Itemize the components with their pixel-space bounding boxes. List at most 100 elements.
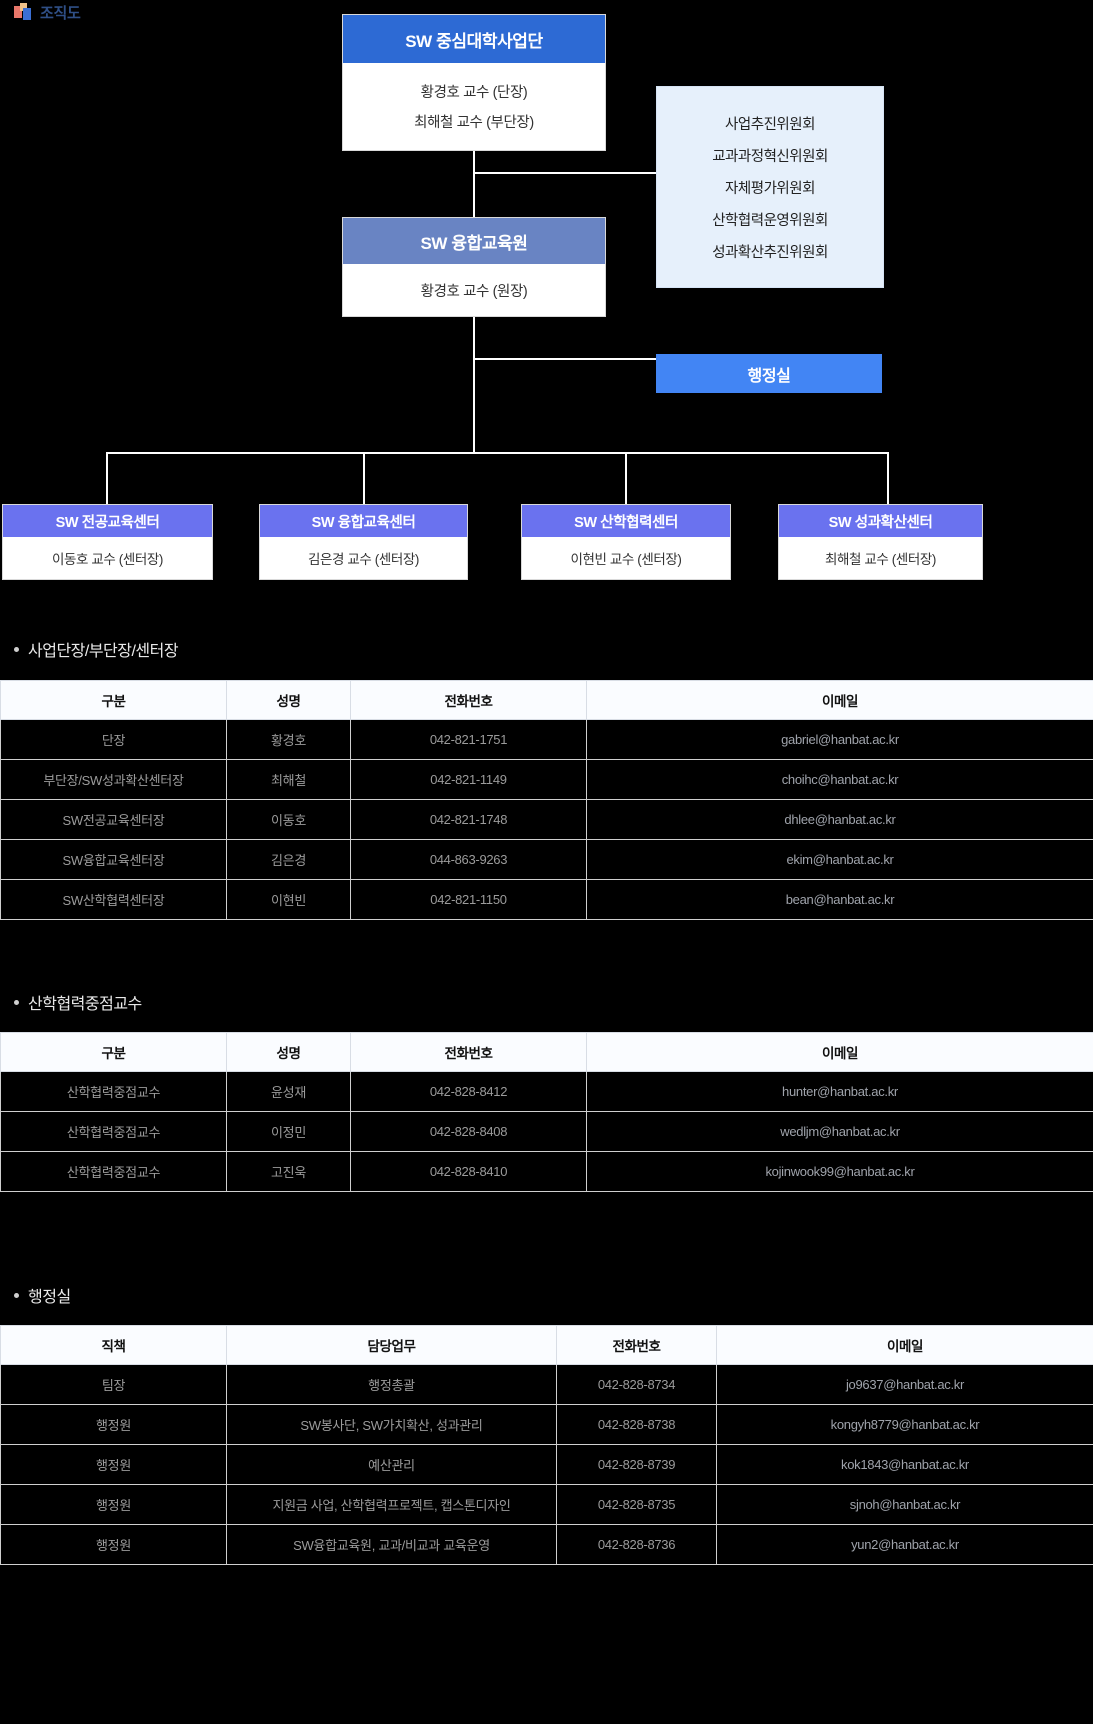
table-industry-professors: 구분 성명 전화번호 이메일 산학협력중점교수 윤성재 042-828-8412…: [0, 1032, 1093, 1192]
table-leadership: 구분 성명 전화번호 이메일 단장 황경호 042-821-1751 gabri…: [0, 680, 1093, 920]
cell-email: choihc@hanbat.ac.kr: [586, 759, 1093, 800]
cell-role: SW융합교육센터장: [0, 839, 227, 880]
cell-name: 이현빈: [226, 879, 351, 920]
table-row: 단장 황경호 042-821-1751 gabriel@hanbat.ac.kr: [0, 719, 1093, 760]
table-header-row: 구분 성명 전화번호 이메일: [0, 680, 1093, 720]
cell-duty: SW봉사단, SW가치확산, 성과관리: [226, 1404, 557, 1445]
col-header-1: 성명: [226, 1032, 351, 1072]
col-header-2: 전화번호: [556, 1325, 717, 1365]
table-row: 행정원 SW봉사단, SW가치확산, 성과관리 042-828-8738 kon…: [0, 1404, 1093, 1445]
cell-email: wedljm@hanbat.ac.kr: [586, 1111, 1093, 1152]
cell-position: 행정원: [0, 1404, 227, 1445]
connector-drop-2: [625, 452, 627, 504]
cell-email: gabriel@hanbat.ac.kr: [586, 719, 1093, 760]
org-node-main-header: SW 중심대학사업단: [343, 15, 605, 63]
cell-name: 고진욱: [226, 1151, 351, 1192]
org-node-center-3: SW 성과확산센터 최해철 교수 (센터장): [778, 504, 983, 580]
col-header-0: 구분: [0, 680, 227, 720]
org-node-center-2-header: SW 산학협력센터: [522, 505, 730, 537]
cell-duty: 예산관리: [226, 1444, 557, 1485]
table-row: SW전공교육센터장 이동호 042-821-1748 dhlee@hanbat.…: [0, 799, 1093, 840]
org-node-center-3-header: SW 성과확산센터: [779, 505, 982, 537]
section-heading-2-label: 행정실: [28, 1289, 71, 1306]
cell-role: SW전공교육센터장: [0, 799, 227, 840]
cell-email: sjnoh@hanbat.ac.kr: [716, 1484, 1093, 1525]
org-node-center-1-person: 김은경 교수 (센터장): [260, 537, 467, 579]
cell-email: jo9637@hanbat.ac.kr: [716, 1364, 1093, 1405]
cell-name: 김은경: [226, 839, 351, 880]
cell-name: 황경호: [226, 719, 351, 760]
committee-item-1: 교과과정혁신위원회: [712, 148, 828, 165]
col-header-1: 담당업무: [226, 1325, 557, 1365]
col-header-2: 전화번호: [350, 680, 587, 720]
section-heading-0: 사업단장/부단장/센터장: [14, 637, 179, 661]
cell-email: kok1843@hanbat.ac.kr: [716, 1444, 1093, 1485]
table-row: SW산학협력센터장 이현빈 042-821-1150 bean@hanbat.a…: [0, 879, 1093, 920]
org-node-main-person-1: 최해철 교수 (부단장): [414, 115, 534, 131]
cell-position: 팀장: [0, 1364, 227, 1405]
table-row: 산학협력중점교수 윤성재 042-828-8412 hunter@hanbat.…: [0, 1071, 1093, 1112]
org-node-institute: SW 융합교육원 황경호 교수 (원장): [342, 217, 606, 317]
cell-duty: SW융합교육원, 교과/비교과 교육운영: [226, 1524, 557, 1565]
connector-drop-1: [363, 452, 365, 504]
table-admin-office: 직책 담당업무 전화번호 이메일 팀장 행정총괄 042-828-8734 jo…: [0, 1325, 1093, 1565]
org-node-institute-header: SW 융합교육원: [343, 218, 605, 264]
committee-item-3: 산학협력운영위원회: [712, 212, 828, 229]
org-node-center-0-person: 이동호 교수 (센터장): [3, 537, 212, 579]
col-header-3: 이메일: [586, 1032, 1093, 1072]
cell-phone: 042-828-8739: [556, 1444, 717, 1485]
col-header-0: 직책: [0, 1325, 227, 1365]
cell-phone: 042-821-1748: [350, 799, 587, 840]
cell-duty: 지원금 사업, 산학협력프로젝트, 캡스톤디자인: [226, 1484, 557, 1525]
bullet-icon: [14, 646, 19, 652]
org-chart-icon: [14, 3, 32, 21]
org-node-center-1: SW 융합교육센터 김은경 교수 (센터장): [259, 504, 468, 580]
cell-phone: 042-821-1751: [350, 719, 587, 760]
org-node-center-2: SW 산학협력센터 이현빈 교수 (센터장): [521, 504, 731, 580]
org-node-center-2-person: 이현빈 교수 (센터장): [522, 537, 730, 579]
cell-role: 부단장/SW성과확산센터장: [0, 759, 227, 800]
cell-email: yun2@hanbat.ac.kr: [716, 1524, 1093, 1565]
committee-item-0: 사업추진위원회: [725, 116, 815, 133]
col-header-2: 전화번호: [350, 1032, 587, 1072]
cell-email: hunter@hanbat.ac.kr: [586, 1071, 1093, 1112]
committee-item-2: 자체평가위원회: [725, 180, 815, 197]
cell-role: 단장: [0, 719, 227, 760]
committee-item-4: 성과확산추진위원회: [712, 244, 828, 261]
cell-phone: 042-828-8735: [556, 1484, 717, 1525]
table-row: 행정원 SW융합교육원, 교과/비교과 교육운영 042-828-8736 yu…: [0, 1524, 1093, 1565]
section-heading-2: 행정실: [14, 1283, 71, 1307]
cell-phone: 042-828-8738: [556, 1404, 717, 1445]
cell-name: 윤성재: [226, 1071, 351, 1112]
table-row: 행정원 예산관리 042-828-8739 kok1843@hanbat.ac.…: [0, 1444, 1093, 1485]
connector-main-to-institute: [473, 149, 475, 217]
col-header-1: 성명: [226, 680, 351, 720]
cell-email: kongyh8779@hanbat.ac.kr: [716, 1404, 1093, 1445]
bullet-icon: [14, 1292, 19, 1298]
org-node-center-3-person: 최해철 교수 (센터장): [779, 537, 982, 579]
section-heading-1: 산학협력중점교수: [14, 990, 142, 1014]
page-title: 조직도: [14, 0, 81, 24]
cell-name: 이정민: [226, 1111, 351, 1152]
bullet-icon: [14, 999, 19, 1005]
cell-role: 산학협력중점교수: [0, 1111, 227, 1152]
cell-email: bean@hanbat.ac.kr: [586, 879, 1093, 920]
table-header-row: 구분 성명 전화번호 이메일: [0, 1032, 1093, 1072]
org-node-admin-office: 행정실: [656, 354, 882, 393]
table-header-row: 직책 담당업무 전화번호 이메일: [0, 1325, 1093, 1365]
table-row: 산학협력중점교수 고진욱 042-828-8410 kojinwook99@ha…: [0, 1151, 1093, 1192]
cell-role: 산학협력중점교수: [0, 1071, 227, 1112]
cell-phone: 042-828-8734: [556, 1364, 717, 1405]
cell-email: kojinwook99@hanbat.ac.kr: [586, 1151, 1093, 1192]
cell-phone: 044-863-9263: [350, 839, 587, 880]
org-node-institute-body: 황경호 교수 (원장): [343, 264, 605, 316]
cell-phone: 042-828-8408: [350, 1111, 587, 1152]
table-row: SW융합교육센터장 김은경 044-863-9263 ekim@hanbat.a…: [0, 839, 1093, 880]
org-node-institute-person-0: 황경호 교수 (원장): [420, 283, 528, 300]
table-row: 부단장/SW성과확산센터장 최해철 042-821-1149 choihc@ha…: [0, 759, 1093, 800]
connector-drop-3: [887, 452, 889, 504]
section-heading-0-label: 사업단장/부단장/센터장: [28, 643, 179, 660]
org-node-main: SW 중심대학사업단 황경호 교수 (단장) 최해철 교수 (부단장): [342, 14, 606, 151]
cell-name: 이동호: [226, 799, 351, 840]
